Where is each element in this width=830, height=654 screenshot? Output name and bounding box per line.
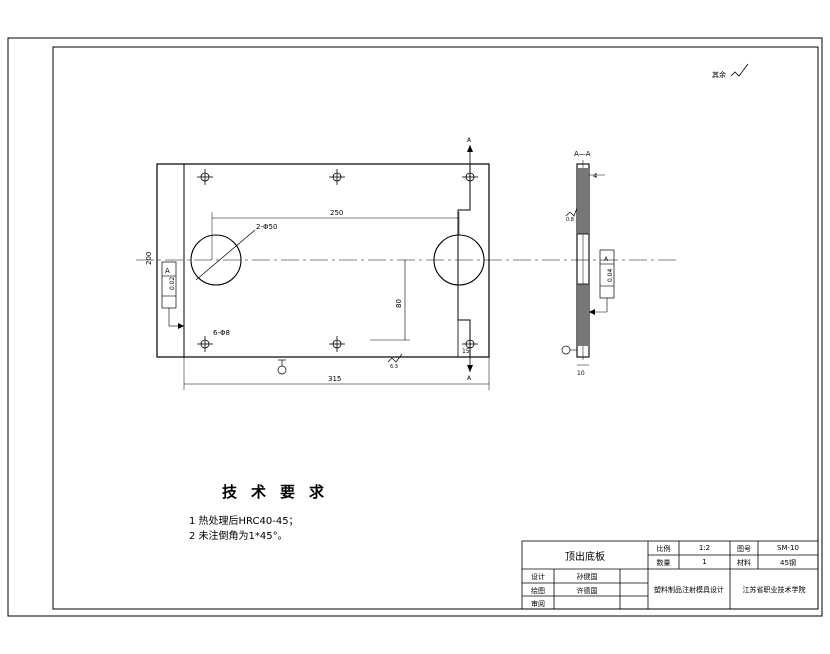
project-name: 塑料制品注射模具设计: [654, 586, 724, 594]
section-profile: [576, 163, 590, 358]
datum-c: A: [604, 256, 609, 263]
qty-value: 1: [702, 558, 707, 566]
drawing-no-value: SM-10: [777, 544, 799, 552]
roughness-section: 0.8: [566, 217, 574, 223]
outer-frame: [7, 37, 823, 617]
inner-frame: [52, 46, 819, 610]
bore-callout: 2-Φ50: [256, 223, 277, 231]
section-view: A—A 4 0.8 0.04 A 10: [561, 150, 615, 377]
parallel-callout: 0.04: [607, 268, 614, 282]
check-label: 审阅: [531, 600, 545, 608]
design-value: 孙健国: [576, 573, 598, 581]
perp-callout: 0.02: [169, 276, 176, 290]
material-value: 45钢: [780, 559, 796, 567]
cut-a-bottom: A: [467, 375, 472, 382]
dim-15-front: 15: [462, 348, 470, 355]
plate-outline: [156, 163, 490, 358]
requirement-item-1: 1 热处理后HRC40-45；: [189, 516, 299, 527]
school-name: 江苏省职业技术学院: [742, 586, 806, 594]
screw-callout: 6-Φ8: [213, 329, 230, 337]
bore-left: [190, 234, 242, 286]
datum-a-left: A: [165, 267, 170, 275]
draw-label: 绘图: [531, 587, 545, 595]
draw-value: 许德国: [576, 587, 598, 595]
qty-label: 数量: [656, 559, 671, 567]
plate-step: [457, 164, 471, 357]
drawing-no-label: 图号: [737, 545, 751, 553]
dim-200: 200: [145, 252, 153, 265]
dim-4: 4: [593, 172, 598, 180]
cut-a-top: A: [467, 137, 472, 144]
scale-label: 比例: [656, 545, 671, 553]
dim-315: 315: [328, 375, 341, 383]
design-label: 设计: [531, 573, 545, 581]
screw-holes: [197, 169, 478, 352]
roughness-note: 其余: [712, 70, 726, 79]
requirements-title: 技术要求: [222, 483, 339, 501]
part-name: 顶出底板: [565, 552, 605, 563]
section-label: A—A: [574, 150, 591, 158]
dim-10: 10: [577, 370, 585, 377]
material-label: 材料: [737, 559, 751, 567]
requirement-item-2: 2 未注倒角为1*45°。: [189, 531, 288, 542]
scale-value: 1:2: [698, 544, 711, 552]
dim-250: 250: [330, 209, 343, 217]
roughness-symbol: [730, 63, 749, 77]
title-block-lines: [521, 540, 819, 610]
front-view: 2-Φ50 6-Φ8 250 80 200 315 A: [136, 137, 680, 390]
roughness-bottom: 6.3: [390, 364, 398, 370]
dim-80: 80: [395, 299, 403, 308]
